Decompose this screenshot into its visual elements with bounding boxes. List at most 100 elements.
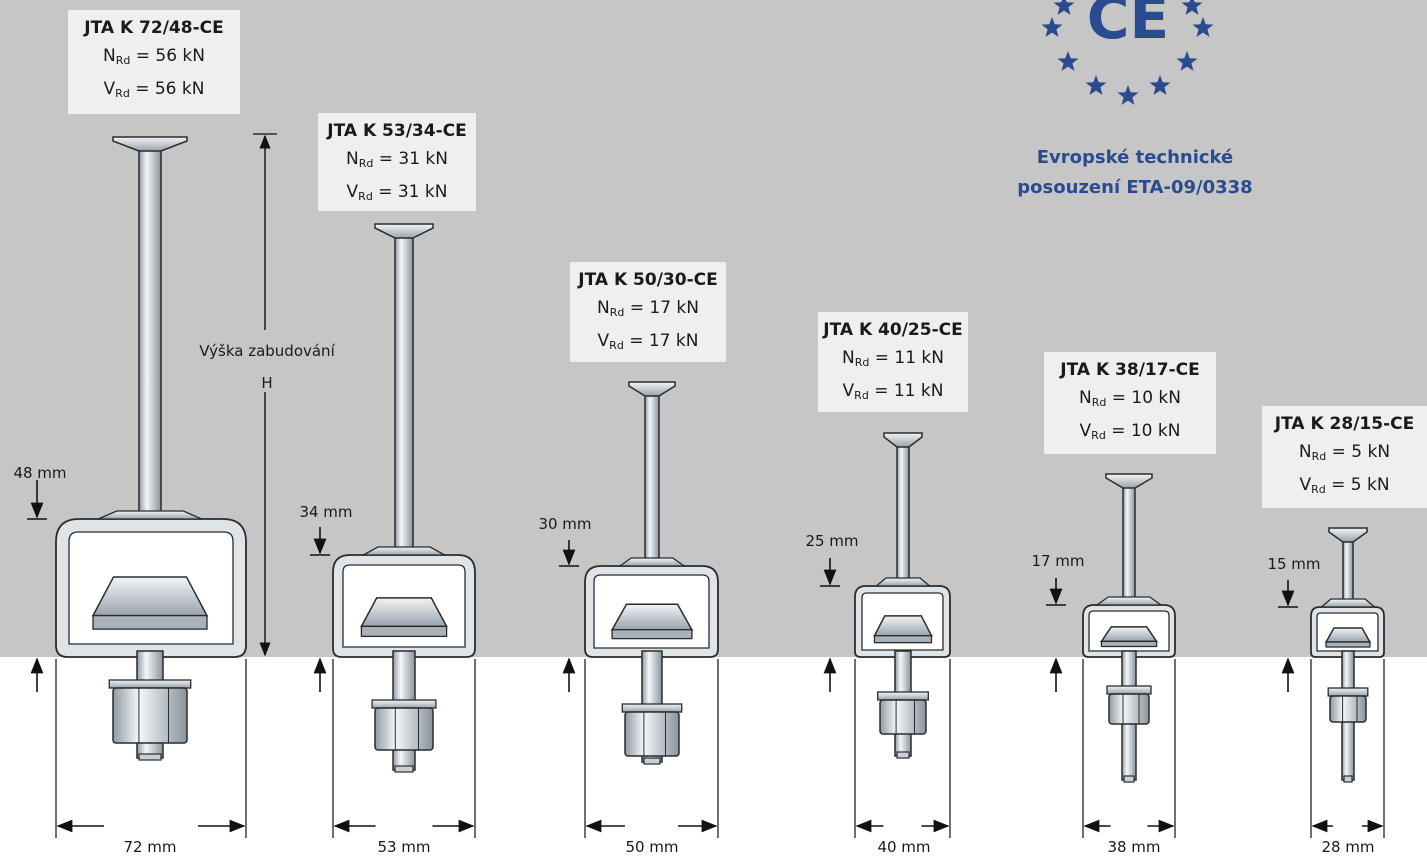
anchor-head: [112, 136, 188, 152]
anchor-bolt-end: [394, 765, 414, 773]
anchor-nut: [1329, 695, 1367, 723]
anchor-nut: [1108, 693, 1150, 725]
ce-mark-text: CE: [1087, 0, 1169, 52]
star-icon: [1149, 75, 1171, 95]
anchor-nut: [112, 687, 188, 744]
depth-label-3: 30 mm: [538, 515, 592, 533]
anchor-hammer-base: [611, 629, 693, 640]
anchor-collar: [617, 557, 687, 567]
shear-value: = 11 kN: [874, 381, 944, 401]
n-symbol: N: [1078, 388, 1092, 408]
anchor-hammer-base: [873, 635, 933, 644]
shear-value: = 31 kN: [378, 182, 448, 202]
n-symbol: N: [596, 298, 610, 318]
anchor-washer: [108, 679, 192, 689]
rd-subscript: Rd: [854, 356, 870, 369]
approval-caption: Evropské technické posouzení ETA-09/0338: [990, 143, 1280, 203]
rd-subscript: Rd: [358, 190, 373, 203]
star-icon: [1085, 75, 1107, 95]
anchor-nut: [374, 707, 434, 751]
anchor-stem: [896, 440, 910, 591]
anchor-hammer-base: [92, 614, 208, 630]
v-symbol: V: [597, 331, 610, 351]
star-icon: [1057, 51, 1079, 71]
width-label-3: 50 mm: [625, 838, 679, 856]
anchor-hammer-base: [360, 625, 448, 638]
rd-subscript: Rd: [115, 54, 131, 67]
tension-value: = 5 kN: [1331, 442, 1391, 462]
anchor-4: [820, 432, 951, 838]
depth-label-6: 15 mm: [1267, 555, 1321, 573]
shear-value: = 5 kN: [1331, 475, 1390, 495]
star-icon: [1181, 0, 1203, 15]
anchor-label-5: JTA K 38/17-CE NRd = 10 kN VRd = 10 kN: [1044, 352, 1216, 454]
anchor-name: JTA K 53/34-CE: [327, 121, 467, 141]
ce-logo: CE: [1041, 0, 1214, 105]
rd-subscript: Rd: [1311, 483, 1326, 496]
anchor-hammer-base: [1100, 640, 1158, 648]
anchor-head: [1105, 473, 1153, 489]
anchor-name: JTA K 28/15-CE: [1274, 414, 1415, 434]
rd-subscript: Rd: [1091, 429, 1106, 442]
height-label-text: Výška zabudování: [199, 342, 335, 360]
anchor-hammer-base: [1325, 641, 1371, 648]
tension-value: = 11 kN: [874, 348, 944, 368]
anchor-2: [310, 223, 476, 838]
anchor-label-4: JTA K 40/25-CE NRd = 11 kN VRd = 11 kN: [818, 312, 968, 412]
anchor-bolt-end: [896, 751, 910, 759]
anchor-washer: [1106, 685, 1152, 695]
tension-value: = 17 kN: [629, 298, 699, 318]
anchor-name: JTA K 50/30-CE: [578, 270, 718, 290]
anchor-hammer-head: [610, 603, 694, 631]
v-symbol: V: [842, 381, 855, 401]
depth-label-2: 34 mm: [299, 503, 353, 521]
anchor-hammer-head: [1099, 626, 1159, 643]
anchor-hammer-head: [873, 615, 933, 637]
anchor-washer: [621, 703, 683, 713]
tension-value: = 10 kN: [1111, 388, 1181, 408]
anchor-bolt-end: [1123, 775, 1135, 783]
depth-label-5: 17 mm: [1031, 552, 1085, 570]
anchor-1: [27, 133, 277, 838]
anchor-head: [374, 223, 434, 239]
v-symbol: V: [346, 182, 359, 202]
anchor-head: [1328, 527, 1368, 543]
rd-subscript: Rd: [854, 389, 869, 402]
anchor-stem: [138, 144, 162, 524]
width-label-1: 72 mm: [123, 838, 177, 856]
rd-subscript: Rd: [1311, 450, 1327, 463]
tension-value: = 31 kN: [378, 149, 448, 169]
anchor-collar: [1319, 598, 1377, 608]
anchor-collar: [874, 577, 932, 587]
anchor-bolt-end: [138, 753, 162, 761]
height-label: Výška zabudování H: [182, 335, 352, 399]
anchor-label-6: JTA K 28/15-CE NRd = 5 kN VRd = 5 kN: [1262, 406, 1427, 508]
star-icon: [1176, 51, 1198, 71]
depth-label-1: 48 mm: [13, 464, 67, 482]
v-symbol: V: [103, 79, 116, 99]
anchor-stem: [394, 231, 414, 560]
anchor-head: [883, 432, 923, 448]
n-symbol: N: [841, 348, 855, 368]
n-symbol: N: [345, 149, 359, 169]
rd-subscript: Rd: [1091, 396, 1107, 409]
star-icon: [1041, 17, 1063, 37]
anchor-collar: [97, 510, 203, 520]
n-symbol: N: [1298, 442, 1312, 462]
anchor-washer: [1327, 687, 1369, 697]
star-icon: [1117, 85, 1139, 105]
width-label-2: 53 mm: [377, 838, 431, 856]
anchor-collar: [363, 546, 445, 556]
shear-value: = 17 kN: [629, 331, 699, 351]
anchor-stem: [1122, 481, 1136, 610]
anchor-head: [628, 381, 676, 397]
anchor-6: [1278, 527, 1385, 838]
approval-line-2: posouzení ETA-09/0338: [1017, 177, 1253, 198]
v-symbol: V: [1079, 421, 1092, 441]
width-label-6: 28 mm: [1321, 838, 1375, 856]
approval-line-1: Evropské technické: [1036, 147, 1234, 168]
depth-label-4: 25 mm: [805, 532, 859, 550]
anchor-name: JTA K 72/48-CE: [84, 18, 224, 38]
anchor-nut: [624, 711, 680, 757]
